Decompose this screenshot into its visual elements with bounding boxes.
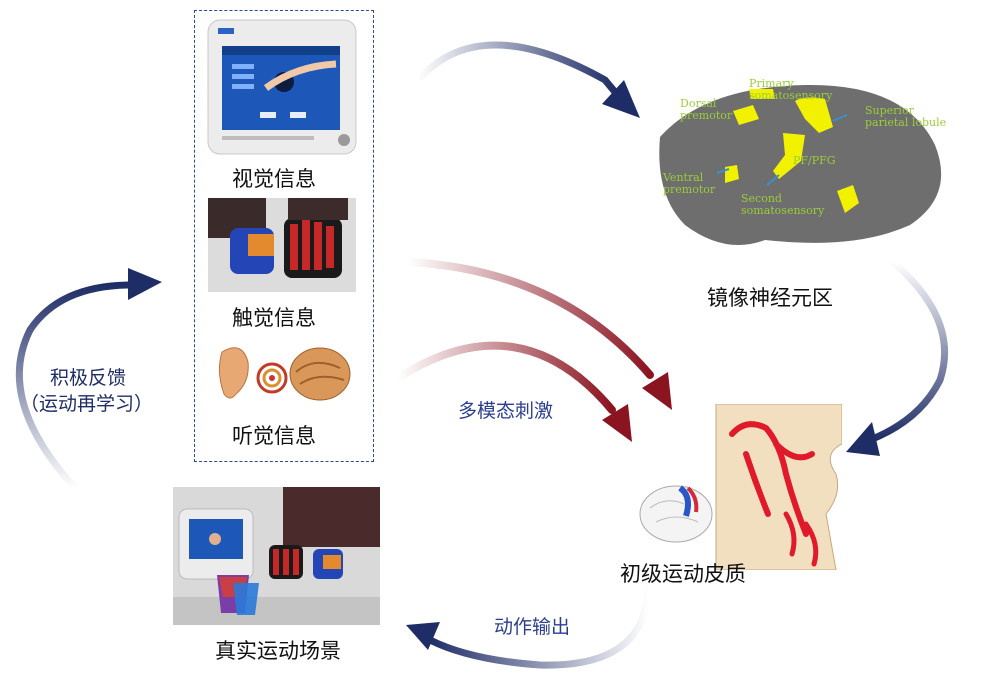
real-motion-scene-image xyxy=(173,487,380,625)
arrow-positive-feedback xyxy=(15,268,162,492)
multimodal-stimulation-label: 多模态刺激 xyxy=(458,400,554,422)
pf-pfg-label: PF/PFG xyxy=(793,154,836,167)
tactile-gloves-image xyxy=(208,198,356,292)
real-motion-scene-label: 真实运动场景 xyxy=(215,639,341,663)
motor-cortex-image xyxy=(636,403,843,571)
auditory-info-label: 听觉信息 xyxy=(232,424,316,448)
auditory-image xyxy=(214,342,354,410)
superior-parietal-region xyxy=(795,97,833,133)
sensory-input-box xyxy=(194,10,374,462)
tactile-info-label: 触觉信息 xyxy=(232,306,316,330)
primary-motor-cortex-label: 初级运动皮质 xyxy=(620,562,746,586)
second-somatosensory-region xyxy=(837,185,859,213)
arrow-to-mirror-area xyxy=(414,41,640,118)
action-output-label: 动作输出 xyxy=(494,616,571,638)
pf-pfg-region xyxy=(773,133,805,179)
positive-feedback-label: 积极反馈 xyxy=(50,367,127,389)
arrow-multimodal-upper xyxy=(404,258,672,410)
motor-relearning-label: （运动再学习） xyxy=(20,393,154,415)
arrow-multimodal-lower xyxy=(394,341,632,442)
visual-device-image xyxy=(206,18,358,156)
dorsal-premotor-region xyxy=(733,105,759,125)
mirror-neuron-area-label: 镜像神经元区 xyxy=(707,286,833,310)
arrow-to-motor-cortex xyxy=(846,258,949,456)
visual-info-label: 视觉信息 xyxy=(232,167,316,191)
arrow-action-output xyxy=(406,578,652,669)
primary-somatosensory-region-a xyxy=(749,89,775,99)
